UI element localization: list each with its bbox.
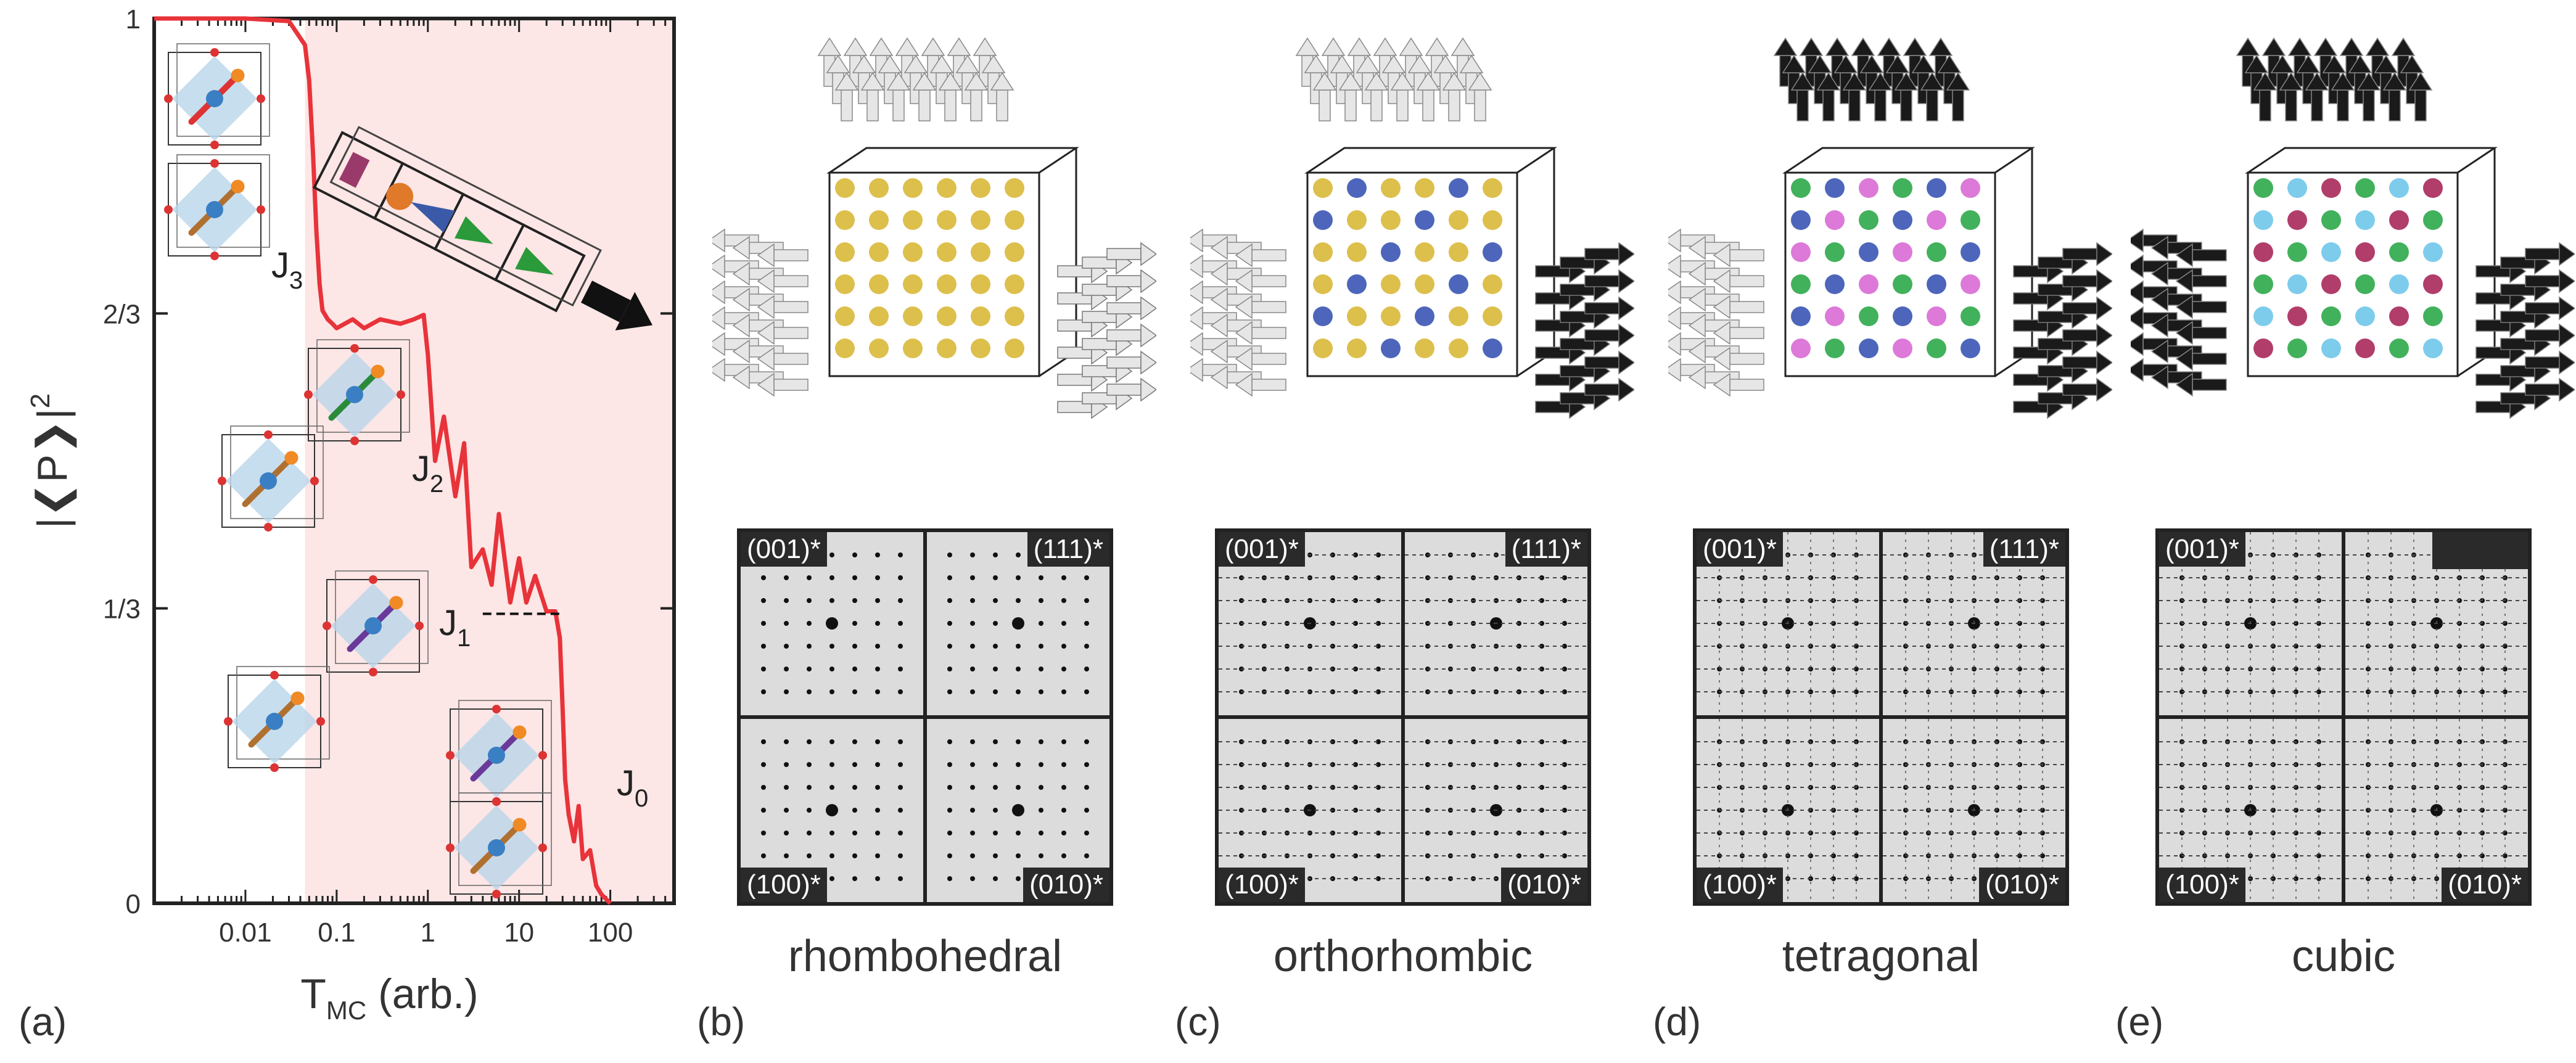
diffraction-plane-label: (001)* <box>2159 532 2245 567</box>
y-axis-title: |❮P❯|2 <box>25 393 77 528</box>
diffraction-plane-label: (111)* <box>1983 532 2065 567</box>
diffraction-quadrant-bl: (100)* <box>2159 719 2342 902</box>
bragg-peaks <box>2345 719 2528 902</box>
diffraction-plane-label: (010)* <box>1023 867 1109 902</box>
diffraction-plane-label: (111)* <box>1027 532 1109 567</box>
diffraction-quadrant-tl: (001)* <box>1697 532 1879 715</box>
diffraction-quadrant-tr: (111)* <box>1405 532 1587 715</box>
diffraction-quadrant-bl: (100)* <box>741 719 923 902</box>
panel-b: (001)* (111)* (100)* (010)* rhombohedral (b) <box>697 0 1156 1063</box>
diffraction-quadrant-tl: (001)* <box>741 532 923 715</box>
diffraction-quadrant-bl: (100)* <box>1219 719 1401 902</box>
panel-e: (001)* (100)* (010)* cubic (e) <box>2115 0 2575 1063</box>
x-tick-label: 100 <box>588 917 633 948</box>
phase-name: cubic <box>2291 932 2396 981</box>
panel-label: (d) <box>1653 999 1702 1044</box>
cube-illustration <box>1668 37 2112 419</box>
octahedron-inset <box>164 154 270 260</box>
diffraction-pattern-grid: (001)* (111)* (100)* (010)* <box>737 528 1113 906</box>
octahedron-inset <box>446 792 552 898</box>
y-tick-label: 2/3 <box>103 299 141 329</box>
panel-label: (e) <box>2115 999 2164 1044</box>
diffraction-plane-label: (010)* <box>2442 867 2528 902</box>
octahedron-inset <box>224 666 330 772</box>
diffraction-quadrant-br: (010)* <box>1405 719 1587 902</box>
diffraction-plane-label: (100)* <box>2159 867 2245 902</box>
diffraction-quadrant-tr: (111)* <box>927 532 1109 715</box>
j2-label: J2 <box>412 449 443 498</box>
octahedron-inset <box>164 43 270 149</box>
cube-illustration <box>1190 37 1634 419</box>
x-tick-label: 0.1 <box>318 917 355 948</box>
bragg-peaks <box>2159 719 2342 902</box>
diffraction-quadrant-br: (010)* <box>1883 719 2065 902</box>
phase-name: tetragonal <box>1782 932 1980 981</box>
bragg-peaks <box>1405 739 1587 881</box>
bragg-peaks <box>1405 552 1587 694</box>
j1-label: J1 <box>439 603 471 652</box>
y-tick-label: 1 <box>126 4 141 35</box>
y-tick-label: 0 <box>126 889 141 919</box>
diffraction-quadrant-bl: (100)* <box>1697 719 1879 902</box>
diffraction-plane-label: (100)* <box>1219 867 1305 902</box>
j3-label: J3 <box>271 245 303 294</box>
cell-chain-inset <box>312 126 652 330</box>
diffraction-quadrant-tr <box>2345 532 2528 715</box>
diffraction-quadrant-tl: (001)* <box>2159 532 2342 715</box>
diffraction-plane-label: (100)* <box>1697 867 1783 902</box>
octahedron-inset <box>323 570 429 676</box>
diffraction-quadrant-tl: (001)* <box>1219 532 1401 715</box>
x-tick-label: 1 <box>421 917 435 948</box>
panel-d: (001)* (111)* (100)* (010)* tetragonal (d) <box>1653 0 2112 1063</box>
diffraction-quadrant-br: (010)* <box>2345 719 2528 902</box>
panel-label: (c) <box>1175 999 1221 1044</box>
polarization-curve <box>154 16 612 905</box>
diffraction-plane-label: (100)* <box>741 867 827 902</box>
cube-illustration <box>2131 37 2575 419</box>
diffraction-plane-label: (001)* <box>1697 532 1783 567</box>
diffraction-plane-label: (001)* <box>741 532 827 567</box>
diffraction-plane-label: (111)* <box>1505 532 1587 567</box>
j0-label: J0 <box>617 763 648 812</box>
phase-name: rhombohedral <box>788 932 1063 981</box>
bragg-peaks <box>2159 532 2342 715</box>
x-axis-title: TMC (arb.) <box>300 971 478 1025</box>
panel-c: (001)* (111)* (100)* (010)* orthorhombic (c) <box>1175 0 1634 1063</box>
panel-a-label: (a) <box>19 999 67 1044</box>
octahedron-inset <box>304 339 410 445</box>
x-tick-label: 10 <box>504 917 534 948</box>
diffraction-pattern-grid: (001)* (100)* (010)* <box>2155 528 2532 906</box>
x-tick-label: 0.01 <box>219 917 272 948</box>
diffraction-pattern-grid: (001)* (111)* (100)* (010)* <box>1693 528 2069 906</box>
label-redaction-block <box>2432 532 2528 569</box>
panel-label: (b) <box>697 999 746 1044</box>
bragg-peaks <box>2345 532 2528 715</box>
diffraction-plane-label: (010)* <box>1501 867 1587 902</box>
diffraction-pattern-grid: (001)* (111)* (100)* (010)* <box>1215 528 1591 906</box>
phase-name: orthorhombic <box>1273 932 1533 981</box>
diffraction-quadrant-tr: (111)* <box>1883 532 2065 715</box>
bragg-peaks <box>1697 719 1879 902</box>
diffraction-plane-label: (001)* <box>1219 532 1305 567</box>
bragg-peaks <box>1883 719 2065 902</box>
diffraction-plane-label: (010)* <box>1979 867 2065 902</box>
cube-illustration <box>712 37 1156 419</box>
octahedron-inset <box>218 425 324 532</box>
y-tick-label: 1/3 <box>103 594 141 625</box>
diffraction-quadrant-br: (010)* <box>927 719 1109 902</box>
